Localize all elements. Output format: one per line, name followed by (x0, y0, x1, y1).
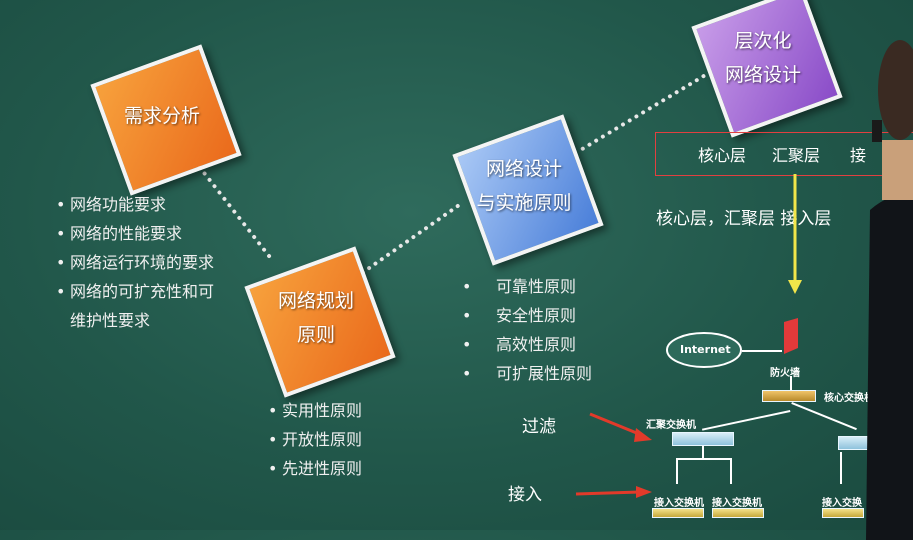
access-switch-label-2: 接入交换机 (712, 498, 762, 509)
access-switch-label-3: 接入交换 (822, 498, 862, 509)
list-item: 网络功能要求 (56, 190, 214, 219)
aggregation-access-link-vertical (702, 446, 704, 458)
list-item-text: 可靠性原则 (496, 277, 577, 296)
access-switch-icon-3 (822, 508, 864, 518)
design-title: 网络设计 与实施原则 (476, 158, 572, 214)
internet-label: Internet (680, 343, 731, 356)
layers-highlight-box (655, 132, 913, 176)
firewall-label: 防火墙 (770, 368, 800, 379)
list-item: 实用性原则 (268, 396, 362, 425)
hierarchy-title: 层次化 网络设计 (724, 30, 801, 86)
requirements-title: 需求分析 (123, 105, 200, 127)
aggregation-access-link-left (676, 458, 678, 484)
red-arrow-filter-icon (589, 412, 652, 442)
layers-caption: 核心层，汇聚层 接入层 (656, 209, 832, 229)
aggregation-switch-label: 汇聚交换机 (646, 420, 696, 431)
access-switch-label-1: 接入交换机 (654, 498, 704, 509)
aggregation-access-link-bar (676, 458, 732, 460)
internet-cloud-icon (666, 332, 742, 368)
aggregation-switch-icon (672, 432, 734, 446)
red-arrow-access-icon (575, 486, 652, 498)
requirements-list: 网络功能要求 网络的性能要求 网络运行环境的要求 网络的可扩充性和可 维护性要求 (56, 190, 214, 335)
list-item: 可靠性原则 (462, 272, 592, 301)
firewall-core-link (790, 376, 792, 390)
access-switch-icon-2 (712, 508, 764, 518)
core-switch-label: 核心交换机 (824, 393, 874, 404)
aggregation-layer-label: 汇聚层 (772, 146, 821, 165)
hierarchy-design-node: 层次化 网络设计 (683, 0, 843, 138)
core-switch-icon (762, 390, 816, 402)
internet-firewall-link (742, 350, 782, 352)
firewall-icon (784, 318, 798, 354)
list-item: 开放性原则 (268, 425, 362, 454)
presenter-figure (866, 40, 913, 540)
aggregation-access-link-mid (730, 458, 732, 484)
design-principles-node: 网络设计 与实施原则 (444, 106, 604, 266)
access-switch-icon-1 (652, 508, 704, 518)
list-item-text: 安全性原则 (496, 306, 577, 325)
list-item: 高效性原则 (462, 330, 592, 359)
core-layer-label: 核心层 (698, 146, 747, 165)
list-item: 网络运行环境的要求 (56, 248, 214, 277)
planning-title: 网络规划 原则 (277, 290, 354, 346)
list-item-text: 可扩展性原则 (496, 364, 593, 383)
list-item: 可扩展性原则 (462, 359, 592, 388)
core-aggregation-link-right (791, 402, 857, 431)
down-arrow-icon (788, 174, 802, 294)
planning-list: 实用性原则 开放性原则 先进性原则 (268, 396, 362, 483)
aggregation-access-link-right (840, 452, 842, 484)
access-layer-label-partial: 接 (850, 146, 867, 165)
access-annotation: 接入 (508, 485, 542, 505)
planning-principles-node: 网络规划 原则 (236, 238, 396, 398)
list-item-text: 高效性原则 (496, 335, 577, 354)
list-item: 安全性原则 (462, 301, 592, 330)
filter-annotation: 过滤 (522, 417, 556, 437)
list-item: 网络的性能要求 (56, 219, 214, 248)
core-aggregation-link-left (701, 410, 791, 431)
list-item: 网络的可扩充性和可 维护性要求 (56, 277, 214, 335)
list-item: 先进性原则 (268, 454, 362, 483)
design-list: 可靠性原则 安全性原则 高效性原则 可扩展性原则 (462, 272, 592, 388)
requirements-analysis-node: 需求分析 (82, 36, 242, 196)
